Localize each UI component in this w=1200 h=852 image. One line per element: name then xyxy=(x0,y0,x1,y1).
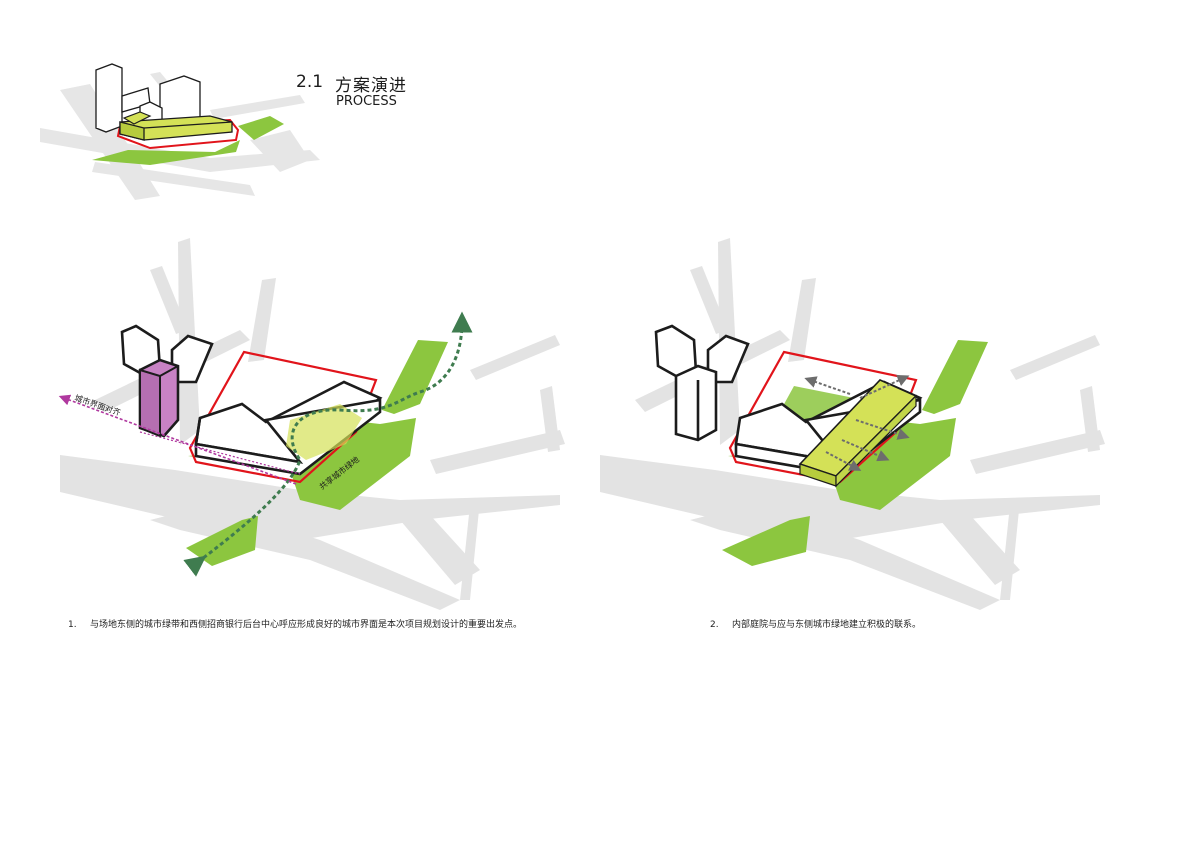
diagram-1: 城市界面对齐 共享城市绿地 xyxy=(58,238,565,610)
section-number: 2.1 xyxy=(296,72,324,92)
green-north-east xyxy=(382,340,448,414)
caption-2-text: 内部庭院与应与东侧城市绿地建立积极的联系。 xyxy=(732,620,922,630)
diagram-1-purple-tower xyxy=(138,358,180,438)
thumbnail-site-outline xyxy=(116,118,240,150)
diagram-1-alignment-guide xyxy=(139,431,301,475)
caption-1-number: 1. xyxy=(68,620,77,630)
diagram-2-connection-arrows xyxy=(804,375,910,471)
diagram-2-caption: 2. 内部庭院与应与东侧城市绿地建立积极的联系。 xyxy=(710,617,921,630)
thumbnail-lime-block xyxy=(119,111,233,141)
green-south-west-2 xyxy=(722,516,810,566)
diagram-1-alignment-arrow xyxy=(58,394,297,485)
caption-2-number: 2. xyxy=(710,620,719,630)
section-title-cn: 方案演进 xyxy=(335,76,407,96)
thumbnail-diagram xyxy=(40,63,320,200)
diagram-2 xyxy=(600,238,1105,610)
caption-1-text: 与场地东侧的城市绿带和西侧招商银行后台中心呼应形成良好的城市界面是本次项目规划设… xyxy=(90,620,523,630)
green-north-east-2 xyxy=(922,340,988,414)
section-title-en: PROCESS xyxy=(336,94,397,109)
diagram-1-caption: 1. 与场地东侧的城市绿带和西侧招商银行后台中心呼应形成良好的城市界面是本次项目规… xyxy=(68,617,522,630)
diagram-2-neighbor-buildings xyxy=(654,324,750,442)
thumbnail-greens xyxy=(92,116,284,165)
